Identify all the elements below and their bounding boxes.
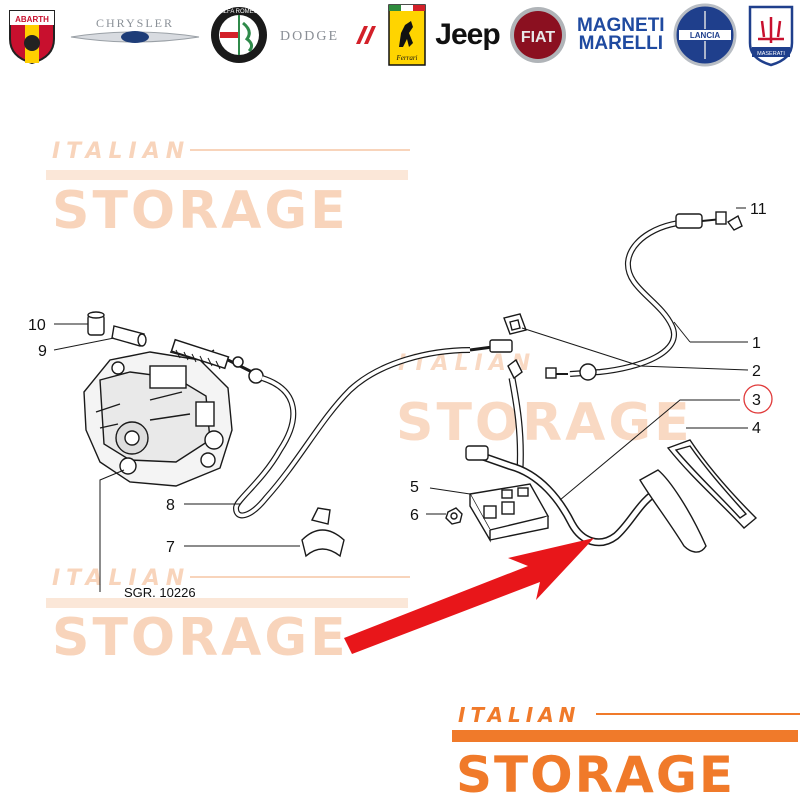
svg-text:ABARTH: ABARTH [15,15,49,24]
red-arrow [344,538,594,654]
dodge-logo: DODGE [278,4,378,66]
pump-lever-rod [170,338,264,384]
italian-storage-logo: ITALIAN STORAGE [452,703,800,800]
callout-3-highlight [743,384,773,414]
ferrari-logo: Ferrari [387,4,427,66]
injection-pump [83,349,233,487]
logo-line1: ITALIAN [458,703,580,727]
svg-text:FIAT: FIAT [521,29,556,46]
callout-2: 2 [752,363,761,380]
svg-text:ALFA ROMEO: ALFA ROMEO [220,9,259,15]
watermark-top-line2: STORAGE [52,181,349,241]
part-10-cap [87,311,105,336]
callout-9: 9 [38,343,47,360]
svg-text:Ferrari: Ferrari [395,54,417,62]
watermark-bottom: ITALIAN STORAGE [46,566,410,668]
svg-text:DODGE: DODGE [280,29,339,44]
pedal-lever [465,445,663,547]
abarth-logo: ABARTH [4,4,60,66]
callout-3: 3 [752,392,761,409]
pedal-pad [639,469,707,553]
marelli-text: MARELLI [578,33,663,54]
accelerator-cable [232,339,513,519]
part-5-support [468,483,550,543]
watermark-middle-line2: STORAGE [396,393,693,453]
watermark-bottom-line2: STORAGE [52,608,349,668]
watermark-middle: ITALIAN STORAGE [396,351,693,453]
pedal-rubber [666,439,758,529]
callout-1: 1 [752,335,761,352]
reference-label: SGR. 10226 [124,585,196,600]
chrysler-logo: CHRYSLER [69,4,201,66]
svg-text:MASERATI: MASERATI [757,51,785,57]
cable-1 [545,211,727,381]
part-6-nut [445,507,463,525]
part-7-clip [301,507,345,558]
jeep-wordmark: Jeep [435,18,500,51]
alfa-romeo-logo: ALFA ROMEO [209,4,269,66]
fiat-logo: FIAT [508,4,568,66]
lancia-logo: LANCIA [673,3,737,67]
magneti-marelli-logo: MAGNETI MARELLI [577,4,665,66]
watermark-top-line1: ITALIAN [52,139,190,164]
watermark-bottom-line1: ITALIAN [52,566,190,591]
watermark-top: ITALIAN STORAGE [46,139,410,241]
callout-7: 7 [166,539,175,556]
svg-text:CHRYSLER: CHRYSLER [96,16,174,30]
svg-text:LANCIA: LANCIA [690,31,720,40]
callout-8: 8 [166,497,175,514]
callout-5: 5 [410,479,419,496]
leader-lines [53,207,749,592]
jeep-logo: Jeep [435,4,500,66]
maserati-logo: MASERATI [746,4,796,67]
part-2-bracket [503,313,527,335]
callout-6: 6 [410,507,419,524]
callout-11: 11 [750,201,767,218]
callout-10: 10 [28,317,46,334]
magneti-text: MAGNETI [576,15,665,36]
logo-line2: STORAGE [456,746,735,800]
pedal-rod-arm [507,358,524,471]
part-9-sleeve [111,325,147,347]
callout-4: 4 [752,420,761,437]
part-11-screw [726,214,743,231]
brand-logo-bar: ABARTH CHRYSLER ALFA ROMEO DODGE [0,0,800,70]
